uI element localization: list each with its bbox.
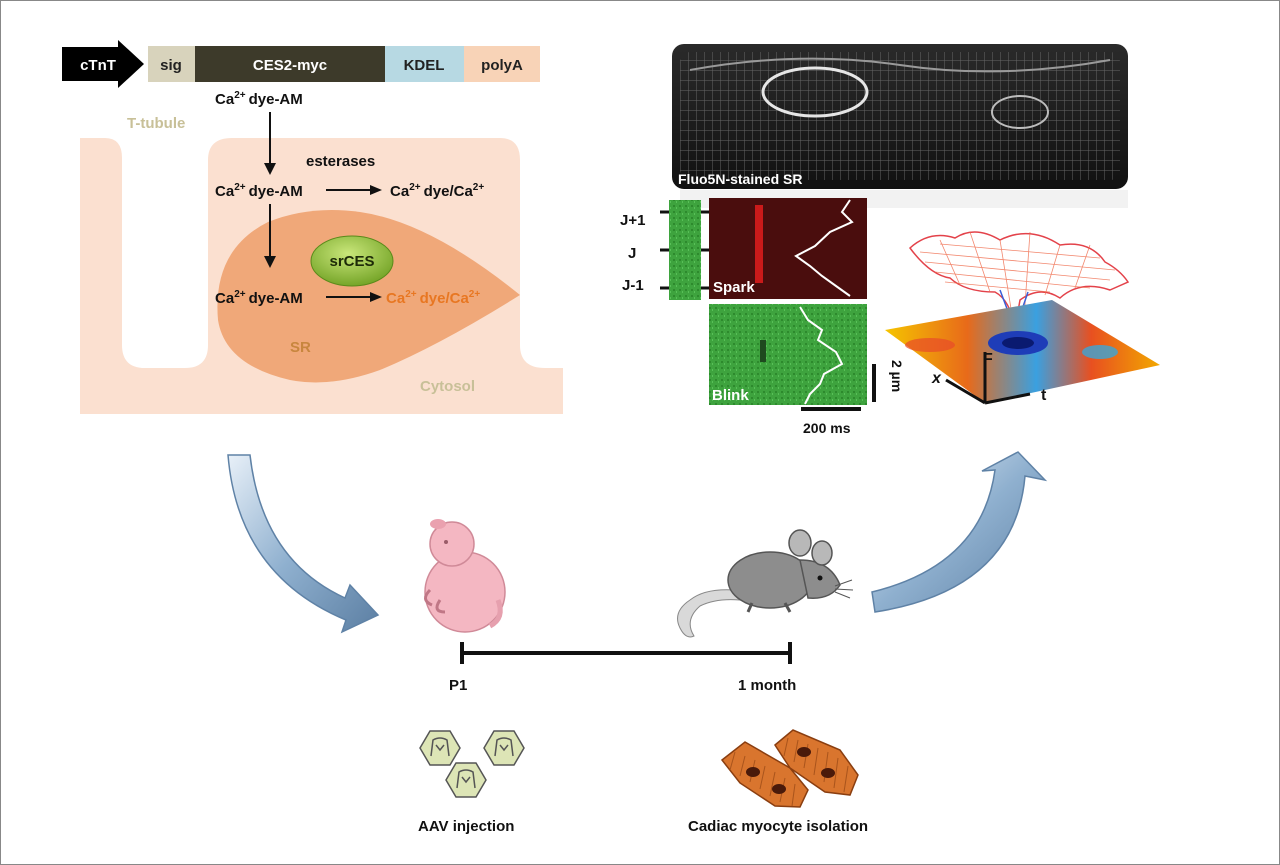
heatmap-red-patch — [905, 338, 955, 352]
axis-t-label: t — [1041, 387, 1047, 404]
esterases-label: esterases — [306, 153, 375, 170]
ca-dye-am-outside: Ca2+dye-AM — [215, 90, 303, 108]
aav-injection-caption: AAV injection — [418, 818, 514, 835]
promoter-arrow — [62, 40, 144, 88]
timeline: P1 1 month — [449, 642, 796, 694]
linescan-panels: J+1 J J-1 Spark Blink 200 ms 2 µm — [620, 198, 905, 436]
segment-polya-label: polyA — [481, 57, 523, 74]
spark-label: Spark — [713, 279, 755, 296]
spark-trace — [794, 199, 854, 297]
heatmap-blink-core — [1002, 337, 1034, 349]
blink-label: Blink — [712, 387, 749, 404]
surface-mesh-outline — [908, 231, 1130, 329]
axis-f-label: F — [983, 351, 993, 368]
ca-dye-am-sr: Ca2+dye-AM — [215, 289, 303, 307]
surface-plot: F x t — [885, 231, 1160, 405]
axis-t — [984, 392, 1031, 405]
blink-trace — [799, 306, 844, 405]
ca-dye-am-cytosol: Ca2+dye-AM — [215, 182, 303, 200]
cell-diagram: T-tubule Cytosol SR srCES Ca2+dye-AM est… — [80, 90, 563, 414]
line-label-j-minus-1: J-1 — [622, 277, 644, 294]
arrow-head — [264, 163, 276, 175]
micrograph-nucleus-2 — [991, 95, 1049, 129]
timeline-end-label: 1 month — [738, 677, 796, 694]
axis-x-label: x — [931, 370, 942, 387]
ca-dye-ca-cytosol: Ca2+dye/Ca2+ — [390, 182, 484, 200]
segment-kdel-label: KDEL — [404, 57, 445, 74]
myocyte-cell-icon — [720, 741, 809, 808]
segment-sig-label: sig — [160, 57, 182, 74]
micrograph-nucleus — [761, 66, 869, 118]
axis-x — [945, 378, 986, 405]
segment-sig — [148, 46, 195, 82]
spark-panel — [709, 198, 867, 299]
adult-mouse-icon — [677, 529, 854, 638]
curved-arrow-up — [871, 451, 1048, 613]
micrograph-membrane — [689, 57, 1111, 73]
surface-mesh-lines — [919, 231, 1116, 316]
curved-arrow-down — [227, 454, 380, 634]
micrograph-label: Fluo5N-stained SR — [678, 171, 802, 187]
arrow-head — [264, 256, 276, 268]
blink-panel — [709, 304, 867, 405]
myocytes-icon — [720, 729, 859, 808]
timeline-start-label: P1 — [449, 677, 467, 694]
segment-kdel — [385, 46, 464, 82]
line-label-j: J — [628, 245, 636, 262]
segment-ces2-label: CES2-myc — [253, 57, 327, 74]
t-tubule-label: T-tubule — [127, 115, 185, 132]
aav-particle-icon — [445, 762, 487, 798]
segment-polya — [464, 46, 540, 82]
time-scale-label: 200 ms — [803, 420, 851, 436]
srces-label: srCES — [329, 253, 374, 270]
srces-enzyme — [310, 235, 394, 287]
segment-ces2 — [195, 46, 385, 82]
sr-label: SR — [290, 339, 311, 356]
arrow-head — [370, 292, 382, 302]
blink-signal — [760, 340, 766, 362]
line-label-j-plus-1: J+1 — [620, 212, 645, 229]
aav-particle-icon — [483, 730, 525, 766]
sr-micrograph: Fluo5N-stained SR — [672, 44, 1128, 208]
neonate-mouse-icon — [424, 519, 506, 633]
heatmap-blue-patch — [1082, 345, 1118, 359]
ca-dye-ca-sr: Ca2+dye/Ca2+ — [386, 289, 480, 307]
micrograph-striations — [680, 52, 1120, 180]
cytosol-label: Cytosol — [420, 378, 475, 395]
line-scan-strip — [669, 200, 701, 300]
space-scale-label: 2 µm — [889, 360, 905, 392]
spark-signal — [755, 205, 763, 283]
promoter-label: cTnT — [80, 57, 116, 74]
myocyte-cell-icon — [774, 729, 859, 796]
myocyte-isolation-caption: Cadiac myocyte isolation — [688, 818, 868, 835]
aav-particles-icon — [419, 730, 525, 798]
aav-particle-icon — [419, 730, 461, 766]
arrow-head — [370, 185, 382, 195]
gene-construct: cTnT sig CES2-myc KDEL polyA — [62, 40, 540, 88]
